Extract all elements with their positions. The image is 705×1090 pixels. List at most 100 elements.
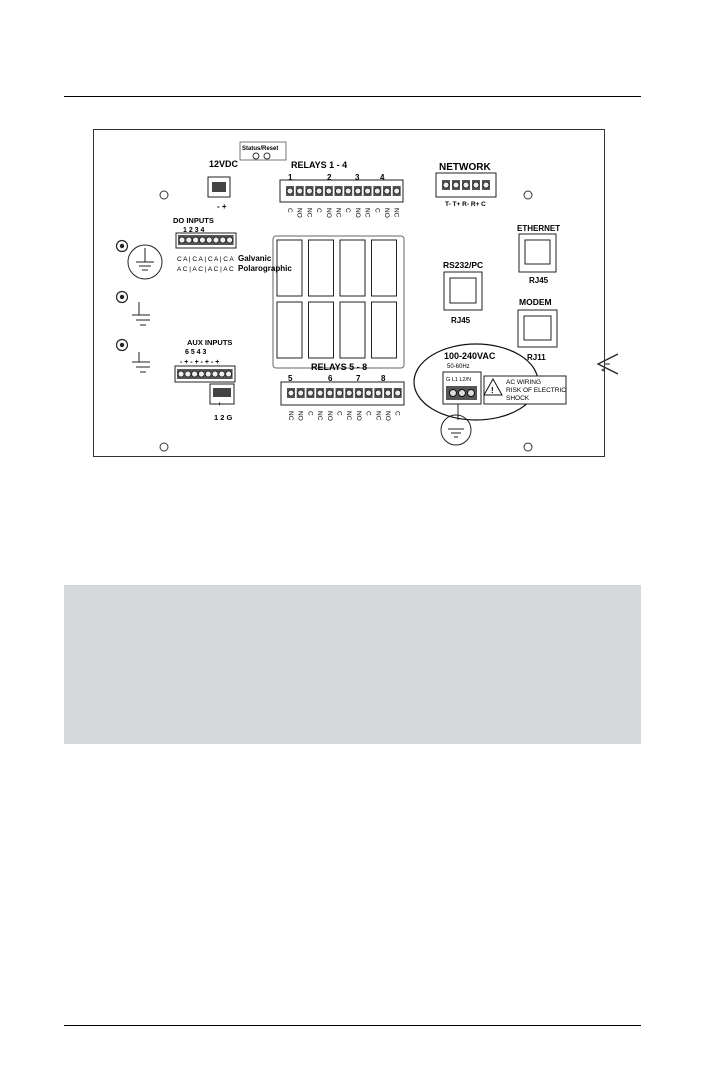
relay-top-pin-label: NO xyxy=(383,208,390,218)
power-frequency: 50-60Hz xyxy=(447,364,470,370)
shock-warning-icon xyxy=(483,377,503,396)
relay-top-pin-label: NO xyxy=(296,208,303,218)
relay-number-7: 7 xyxy=(356,374,361,383)
relay-bottom-terminal-screw xyxy=(365,389,373,397)
relay-bottom-pin-label: C xyxy=(394,411,401,416)
warning-line-1: AC WIRING xyxy=(506,379,541,386)
vdc-label: 12VDC xyxy=(209,159,239,169)
aux-terminal-screw xyxy=(184,370,192,378)
aux-small-terminal xyxy=(213,388,231,397)
relay-bottom-pin-label: NC xyxy=(345,411,352,421)
power-screw-l2n xyxy=(467,389,475,397)
relay-bottom-terminal-screw xyxy=(345,389,353,397)
mount-hole-bottom-left xyxy=(159,442,169,452)
ground-terminal-1 xyxy=(115,239,163,280)
network-terminal-screw xyxy=(462,181,470,189)
relay-bottom-terminal-screw xyxy=(336,389,343,397)
aux-polarity: - + - + - + - + xyxy=(180,359,219,366)
relay-number-8: 8 xyxy=(381,374,386,383)
modem-port-type: RJ11 xyxy=(527,353,546,362)
ground-terminal-2 xyxy=(115,290,150,326)
relay-bank-outline xyxy=(272,235,405,369)
network-terminal-screw xyxy=(472,181,480,189)
aux-terminal-screw xyxy=(198,370,205,378)
network-terminal-screw xyxy=(442,181,450,189)
relay-bottom-terminal-screw xyxy=(374,389,382,397)
relay-top-terminal-screw xyxy=(315,187,323,195)
relay-bottom-terminal-screw xyxy=(355,389,363,397)
header-rule xyxy=(64,96,641,97)
do-terminal-screw xyxy=(219,236,227,244)
relay-number-3: 3 xyxy=(355,173,360,182)
relay-bottom-terminal-screw xyxy=(384,389,392,397)
rs232-port-type: RJ45 xyxy=(451,316,471,325)
network-terminals xyxy=(442,180,490,190)
rs232-label: RS232/PC xyxy=(443,260,483,270)
relay-top-pin-label: NO xyxy=(354,208,361,218)
relay-bottom-pin-label: NC xyxy=(374,411,381,421)
do-terminal-screw xyxy=(212,236,220,244)
aux-terminal-screw xyxy=(225,370,233,378)
ground-terminal-3 xyxy=(115,338,150,373)
do-terminal-screw xyxy=(192,236,199,244)
warning-line-2: RISK OF ELECTRIC xyxy=(506,387,566,394)
relay-top-terminal-screw xyxy=(373,187,381,195)
relay-bottom-pin-label: C xyxy=(306,411,313,416)
mount-hole-bottom-right xyxy=(523,442,533,452)
aux-inputs-label: AUX INPUTS xyxy=(187,338,232,347)
relay-bottom-pin-label: NC xyxy=(287,411,294,421)
do-row-2: A C | A C | A C | A C xyxy=(177,266,234,273)
aux-terminal-screw xyxy=(211,370,219,378)
relay-block xyxy=(276,239,303,297)
relay-top-terminal-screw xyxy=(364,187,372,195)
relays-top-label: RELAYS 1 - 4 xyxy=(291,160,347,170)
wiring-diagram-frame: Status/Reset 12VDC - + RELAYS 1 - 4 1 2 … xyxy=(93,129,605,457)
relay-bottom-pin-label: NO xyxy=(355,411,362,421)
footer-rule xyxy=(64,1025,641,1026)
relay-top-terminal-screw xyxy=(296,187,304,195)
network-pins: T- T+ R- R+ C xyxy=(445,201,486,208)
relay-block xyxy=(308,239,334,297)
aux-terminal-screw xyxy=(218,370,226,378)
relay-bottom-pin-label: C xyxy=(365,411,372,416)
relay-block xyxy=(371,301,397,359)
aux-terminal-screw xyxy=(177,370,185,378)
modem-jack-icon xyxy=(523,315,552,341)
relay-top-terminal-screw xyxy=(344,187,352,195)
relay-number-5: 5 xyxy=(288,374,293,383)
relay-top-pin-label: NC xyxy=(364,208,371,218)
relay-bottom-pin-label: C xyxy=(336,411,343,416)
relay-number-1: 1 xyxy=(288,173,293,182)
mount-hole-top-right xyxy=(523,190,533,200)
reset-button[interactable] xyxy=(263,152,271,160)
relay-number-4: 4 xyxy=(380,173,385,182)
relay-block xyxy=(339,301,366,359)
vdc-polarity: - + xyxy=(217,202,227,211)
relay-top-terminal-screw xyxy=(286,187,294,195)
warning-line-3: SHOCK xyxy=(506,395,530,402)
do-terminal-screw xyxy=(199,236,206,244)
do-terminal-screw xyxy=(226,236,234,244)
modem-label: MODEM xyxy=(519,297,552,307)
wiring-diagram: Status/Reset 12VDC - + RELAYS 1 - 4 1 2 … xyxy=(115,141,604,452)
relay-top-pin-label: NO xyxy=(325,208,332,218)
power-pins: G L1 L2/N xyxy=(446,377,471,383)
power-label: 100-240VAC xyxy=(444,351,496,361)
ethernet-label: ETHERNET xyxy=(517,224,560,233)
relay-top-pin-label: C xyxy=(373,208,380,213)
power-screw-g xyxy=(449,389,457,397)
relay-bottom-pin-label: NC xyxy=(316,411,323,421)
status-reset-box xyxy=(239,141,287,161)
edge-arrow-icon xyxy=(596,353,619,375)
relay-bottom-terminal-screw xyxy=(306,389,314,397)
ethernet-jack-icon xyxy=(524,239,551,265)
relay-bottom-terminal-screw xyxy=(326,389,334,397)
relay-top-pin-label: NC xyxy=(393,208,400,218)
do-inputs-terminals xyxy=(178,235,234,245)
aux-inputs-terminals xyxy=(177,369,233,379)
relay-bottom-terminal-screw xyxy=(287,389,295,397)
relay-block xyxy=(308,301,334,359)
relay-number-6: 6 xyxy=(328,374,333,383)
